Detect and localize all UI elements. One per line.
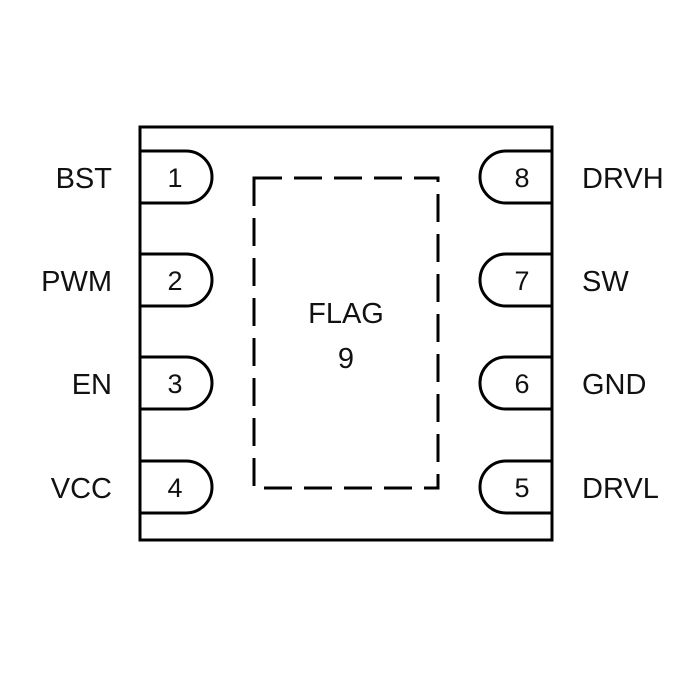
pin-name-label: GND: [582, 369, 646, 401]
pin-name-label: BST: [56, 163, 113, 195]
pin-pad-outline: [140, 355, 214, 411]
pin-name-label: SW: [582, 266, 629, 298]
pin-number: 2: [167, 266, 182, 296]
pin-number: 3: [167, 369, 182, 399]
thermal-pad-number: 9: [338, 343, 354, 375]
pin-4: 4 VCC: [51, 459, 214, 515]
pin-5: 5 DRVL: [478, 459, 659, 515]
pin-name-label: DRVH: [582, 163, 664, 195]
pin-number: 6: [514, 369, 529, 399]
pin-name-label: DRVL: [582, 473, 659, 505]
pin-number: 1: [167, 163, 182, 193]
thermal-pad-label: FLAG: [308, 298, 384, 330]
thermal-pad-outline: [252, 176, 440, 490]
pin-pad-outline: [140, 252, 214, 308]
pin-pad-outline: [478, 459, 552, 515]
pin-pad-outline: [140, 149, 214, 205]
pin-8: 8 DRVH: [478, 149, 664, 205]
package-body: [138, 125, 554, 542]
pin-name-label: VCC: [51, 473, 112, 505]
pin-name-label: EN: [72, 369, 112, 401]
pin-number: 5: [514, 473, 529, 503]
pin-pad-outline: [478, 149, 552, 205]
pin-number: 7: [514, 266, 529, 296]
pin-name-label: PWM: [41, 266, 112, 298]
pin-2: 2 PWM: [41, 252, 214, 308]
pin-3: 3 EN: [72, 355, 214, 411]
pin-7: 7 SW: [478, 252, 629, 308]
pin-1: 1 BST: [56, 149, 214, 205]
pin-number: 4: [167, 473, 182, 503]
pin-pad-outline: [140, 459, 214, 515]
pins-layer: 1 BST 2 PWM 3 EN 4 VCC 8 DRVH 7 SW 6 GND 5 DRVL: [41, 149, 664, 515]
pin-pad-outline: [478, 355, 552, 411]
pin-6: 6 GND: [478, 355, 646, 411]
pin-pad-outline: [478, 252, 552, 308]
pin-number: 8: [514, 163, 529, 193]
